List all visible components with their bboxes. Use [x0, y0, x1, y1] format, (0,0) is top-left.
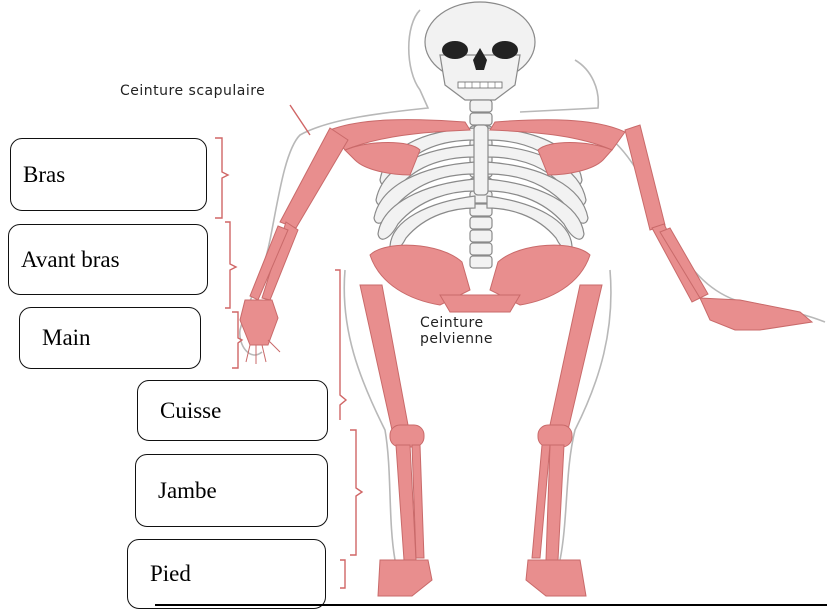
skull [425, 2, 535, 100]
label-bras: Bras [10, 138, 207, 211]
right-leg [526, 285, 602, 596]
ceinture-pelvienne-label-line1: Ceinture [420, 315, 484, 331]
left-arm [240, 128, 348, 364]
right-arm [625, 125, 812, 330]
label-avant-bras: Avant bras [8, 224, 208, 295]
label-pied: Pied [127, 539, 326, 609]
label-main: Main [19, 307, 201, 369]
baseline-rule [155, 604, 827, 606]
label-cuisse: Cuisse [137, 380, 328, 441]
ceinture-scapulaire-label: Ceinture scapulaire [120, 83, 265, 99]
ceinture-pelvienne-label-line2: pelvienne [420, 331, 493, 347]
label-jambe: Jambe [135, 454, 328, 527]
